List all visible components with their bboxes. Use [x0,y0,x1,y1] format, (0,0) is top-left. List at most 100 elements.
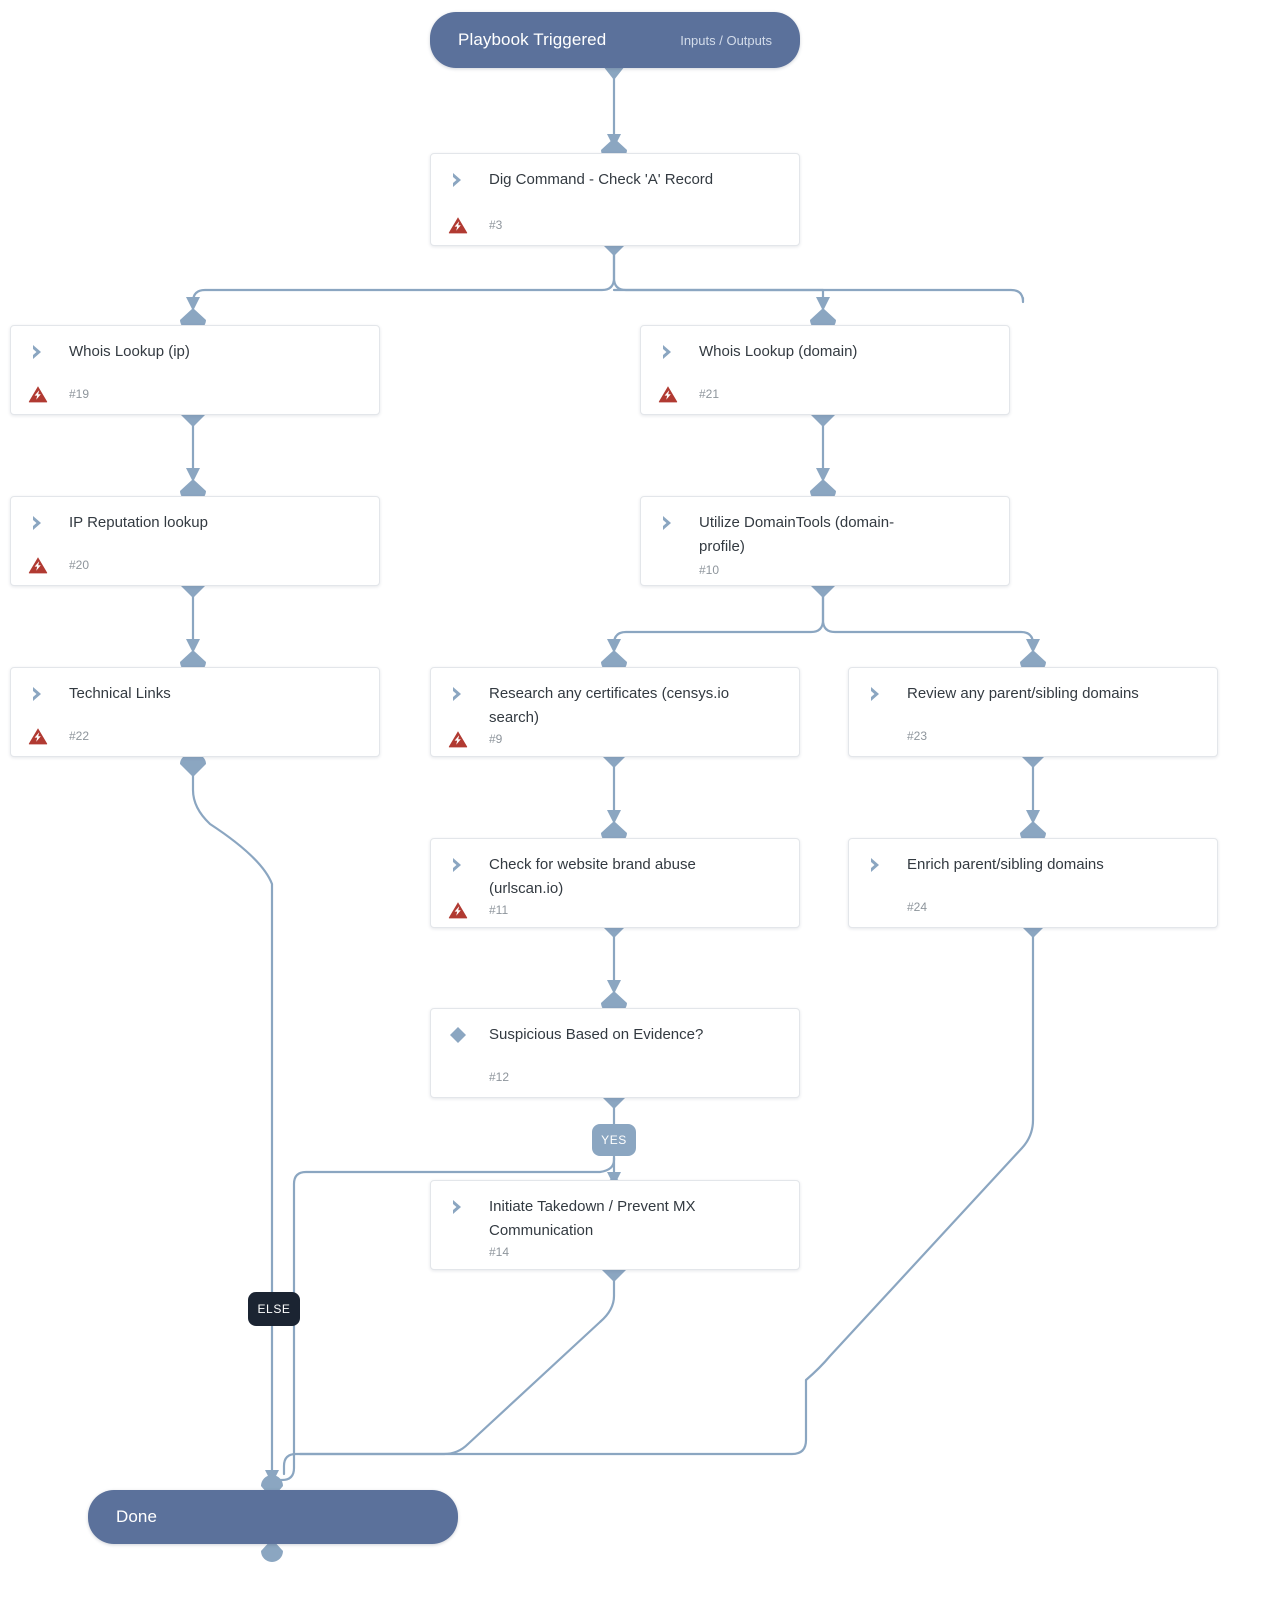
warning-bolt-icon [447,729,469,749]
node-header: Research any certificates (censys.io sea… [447,682,783,729]
inputs-outputs-label: Inputs / Outputs [680,32,772,48]
node-initiate-takedown[interactable]: Initiate Takedown / Prevent MX Communica… [430,1180,800,1270]
node-title: Utilize DomainTools (domain-profile) [699,514,895,555]
node-id: #20 [69,558,90,572]
node-ip-reputation-lookup[interactable]: IP Reputation lookup #20 [10,496,380,586]
node-technical-links[interactable]: Technical Links #22 [10,667,380,757]
chevron-right-icon [657,512,679,534]
node-whois-lookup-ip[interactable]: Whois Lookup (ip) #19 [10,325,380,415]
warning-slot-empty [447,1067,469,1087]
edge-arrow [607,639,621,653]
node-id: #12 [489,1070,510,1084]
edge-arrow [816,468,830,482]
node-title: Whois Lookup (ip) [69,343,190,360]
node-title: Research any certificates (censys.io sea… [489,685,730,726]
node-title: Suspicious Based on Evidence? [489,1026,704,1043]
node-title: Whois Lookup (domain) [699,343,858,360]
node-id: #24 [907,900,928,914]
node-footer: #24 [865,889,1201,917]
node-done[interactable]: Done [88,1490,458,1544]
chevron-right-icon [447,854,469,876]
node-review-parent-sibling-domains[interactable]: Review any parent/sibling domains #23 [848,667,1218,757]
node-title: Done [116,1507,158,1526]
node-footer: #14 [447,1242,783,1262]
node-title: Review any parent/sibling domains [907,685,1139,702]
branch-label-text: YES [601,1133,627,1147]
node-whois-lookup-domain[interactable]: Whois Lookup (domain) #21 [640,325,1010,415]
node-enrich-parent-sibling-domains[interactable]: Enrich parent/sibling domains #24 [848,838,1218,928]
node-title: IP Reputation lookup [69,514,208,531]
node-dig-command[interactable]: Dig Command - Check 'A' Record #3 [430,153,800,246]
branch-label-else[interactable]: ELSE [248,1292,300,1326]
node-utilize-domaintools[interactable]: Utilize DomainTools (domain-profile) #10 [640,496,1010,586]
node-title: Check for website brand abuse (urlscan.i… [489,856,696,897]
edge-arrow [607,980,621,994]
branch-label-yes[interactable]: YES [592,1124,636,1156]
node-header: Suspicious Based on Evidence? [447,1023,783,1047]
warning-slot-empty [657,560,679,580]
edge-dig-to-whois-domain [612,241,1025,304]
edge-domaintools-to-certs [612,583,825,646]
node-footer: #10 [657,558,993,580]
chevron-right-icon [865,683,887,705]
edge-arrow [816,297,830,311]
chevron-right-icon [447,683,469,705]
warning-bolt-icon [27,384,49,404]
node-title: Playbook Triggered [458,30,607,49]
node-footer: #23 [865,718,1201,746]
node-title: Dig Command - Check 'A' Record [489,171,714,188]
chevron-right-icon [447,169,469,191]
node-footer: #11 [447,900,783,920]
node-research-certificates[interactable]: Research any certificates (censys.io sea… [430,667,800,757]
chevron-right-icon [27,341,49,363]
node-id: #10 [699,563,720,578]
node-header: Enrich parent/sibling domains [865,853,1201,877]
branch-label-text: ELSE [257,1302,291,1316]
edge-arrow [186,297,200,311]
warning-bolt-icon [27,555,49,575]
warning-bolt-icon [447,215,469,235]
chevron-right-icon [865,854,887,876]
node-id: #3 [489,218,503,232]
edge-arrow [1026,810,1040,824]
edge-dig-to-whois-ip [191,241,616,304]
edge-arrow [186,639,200,653]
node-suspicious-decision[interactable]: Suspicious Based on Evidence? #12 [430,1008,800,1098]
edge-arrow [186,468,200,482]
node-header: Check for website brand abuse (urlscan.i… [447,853,783,900]
node-playbook-triggered[interactable]: Playbook Triggered Inputs / Outputs [430,12,800,68]
node-id: #14 [489,1245,510,1260]
node-header: Dig Command - Check 'A' Record [447,168,783,192]
node-title: Technical Links [69,685,171,702]
edge-technical-links-to-done [191,762,274,1474]
node-header: Review any parent/sibling domains [865,682,1201,706]
node-header: Whois Lookup (domain) [657,340,993,364]
edge-takedown-to-done [282,1267,616,1476]
node-header: Utilize DomainTools (domain-profile) [657,511,993,558]
node-footer: #9 [447,729,783,749]
chevron-right-icon [447,1196,469,1218]
node-id: #19 [69,387,90,401]
edge-domaintools-to-review-parent [821,583,1035,646]
node-header: Technical Links [27,682,363,706]
edge-arrow [1026,639,1040,653]
node-id: #23 [907,729,928,743]
node-footer: #3 [447,207,783,235]
warning-slot-empty [865,897,887,917]
node-check-brand-abuse[interactable]: Check for website brand abuse (urlscan.i… [430,838,800,928]
node-header: Whois Lookup (ip) [27,340,363,364]
node-id: #9 [489,732,503,747]
warning-bolt-icon [657,384,679,404]
node-footer: #22 [27,718,363,746]
warning-bolt-icon [447,900,469,920]
node-header: Initiate Takedown / Prevent MX Communica… [447,1195,783,1242]
node-footer: #20 [27,547,363,575]
node-title: Enrich parent/sibling domains [907,856,1104,873]
node-title: Initiate Takedown / Prevent MX Communica… [489,1198,696,1239]
warning-bolt-icon [27,726,49,746]
chevron-right-icon [27,512,49,534]
edge-arrow [607,134,621,148]
edge-dig-branch-right-drop [612,288,825,302]
node-id: #11 [489,903,509,918]
